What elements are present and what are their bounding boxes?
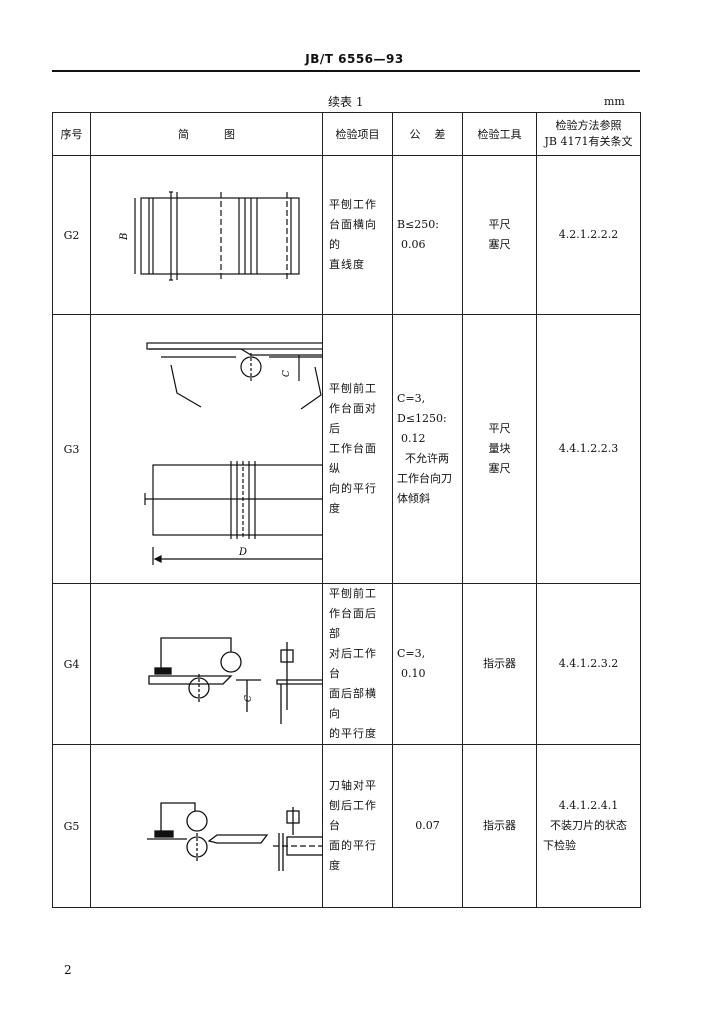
unit-label: mm [604,95,625,108]
indicator-diagram-g4: C [148,637,323,724]
tool-line: 量块 [488,442,511,455]
item-line: 平刨前工 [329,382,377,395]
item-line: 直线度 [329,258,365,271]
item-line: 刨后工作台 [329,799,377,832]
tolerance-line: 0.10 [401,667,426,680]
inspection-table: 序号 简 图 检验项目 公 差 检验工具 检验方法参照 JB 4171有关条文 … [52,112,641,908]
item-line: 对后工作台 [329,647,377,680]
item-line: 平刨工作 [329,198,377,211]
header-rule [52,70,640,72]
row-seq: G4 [52,583,91,745]
ref-line: 4.4.1.2.4.1 [558,799,619,812]
header-item: 检验项目 [322,112,393,156]
row-ref: 4.4.1.2.3.2 [536,583,641,745]
tolerance-line: C=3, [397,647,426,660]
tool-line: 平尺 [488,218,511,231]
item-line: 的平行度 [329,727,377,740]
row-seq: G2 [52,155,91,315]
ref-line: 4.2.1.2.2.2 [558,228,619,241]
tolerance-line: C=3, [397,392,426,405]
row-item: 平刨工作 台面横向的 直线度 [322,155,393,315]
row-seq: G5 [52,744,91,908]
tool-line: 塞尺 [488,238,511,251]
row-tolerance: C=3, 0.10 [392,583,463,745]
row-item: 刀轴对平 刨后工作台 面的平行度 [322,744,393,908]
table-title: 续表 1 [328,95,364,109]
row-tool: 平尺 量块 塞尺 [462,314,537,584]
tolerance-line: B≤250: [397,218,440,231]
standard-number: JB/T 6556—93 [305,52,404,66]
dim-label-c: C [282,370,292,377]
table-row: G3 C [52,314,641,584]
row-tolerance: C=3, D≤1250: 0.12 不允许两 工作台向刀 体倾斜 [392,314,463,584]
item-line: 面的平行度 [329,839,377,872]
tool-line: 平尺 [488,422,511,435]
row-item: 平刨前工 作台面对后 工作台面纵 向的平行度 [322,314,393,584]
row-seq: G3 [52,314,91,584]
header-tool: 检验工具 [462,112,537,156]
item-line: 台面横向的 [329,218,377,251]
item-line: 平刨前工 [329,587,377,600]
ref-line: 4.4.1.2.2.3 [558,442,619,455]
row-item: 平刨前工 作台面后部 对后工作台 面后部横向 的平行度 [322,583,393,745]
row-ref: 4.4.1.2.4.1 不装刀片的状态 下检验 [536,744,641,908]
tolerance-line: 0.06 [401,238,426,251]
header-seq: 序号 [52,112,91,156]
diagram-g5 [90,744,323,908]
diagram-g3: C D [90,314,323,584]
diagram-g4: C [90,583,323,745]
row-tool: 平尺 塞尺 [462,155,537,315]
table-header-row: 序号 简 图 检验项目 公 差 检验工具 检验方法参照 JB 4171有关条文 [52,112,641,156]
tolerance-line: 工作台向刀 [397,472,452,485]
page-number: 2 [64,963,72,977]
item-line: 刀轴对平 [329,779,377,792]
header-ref: 检验方法参照 JB 4171有关条文 [536,112,641,156]
row-tolerance: 0.07 [392,744,463,908]
item-line: 作台面对后 [329,402,377,435]
table-row: G2 B 平刨工作 台面横向的 直 [52,155,641,315]
flatness-diagram: B [119,191,300,281]
tolerance-line: 体倾斜 [397,492,430,505]
tool-line: 指示器 [483,657,516,670]
dim-label-d: D [238,547,247,558]
tool-line: 塞尺 [488,462,511,475]
item-line: 作台面后部 [329,607,377,640]
indicator-diagram-g5 [147,802,323,871]
table-row: G5 [52,744,641,908]
tolerance-line: 0.12 [401,432,426,445]
tolerance-line: 不允许两 [405,452,449,465]
row-tool: 指示器 [462,583,537,745]
row-tool: 指示器 [462,744,537,908]
item-line: 向的平行度 [329,482,377,515]
row-tolerance: B≤250: 0.06 [392,155,463,315]
tolerance-line: 0.07 [415,819,440,832]
header-ref-line2: JB 4171有关条文 [544,135,633,148]
row-ref: 4.2.1.2.2.2 [536,155,641,315]
item-line: 工作台面纵 [329,442,377,475]
dim-label-b: B [119,233,130,241]
tool-line: 指示器 [483,819,516,832]
item-line: 面后部横向 [329,687,377,720]
table-row: G4 [52,583,641,745]
tolerance-line: D≤1250: [397,412,447,425]
parallelism-diagram: C D [144,342,323,565]
diagram-g2: B [90,155,323,315]
header-ref-line1: 检验方法参照 [555,119,622,132]
ref-line: 不装刀片的状态 [550,819,627,832]
dim-label-c: C [244,695,254,702]
header-diagram: 简 图 [90,112,323,156]
ref-line: 4.4.1.2.3.2 [558,657,619,670]
header-tolerance: 公 差 [392,112,463,156]
ref-line: 下检验 [543,839,576,852]
row-ref: 4.4.1.2.2.3 [536,314,641,584]
